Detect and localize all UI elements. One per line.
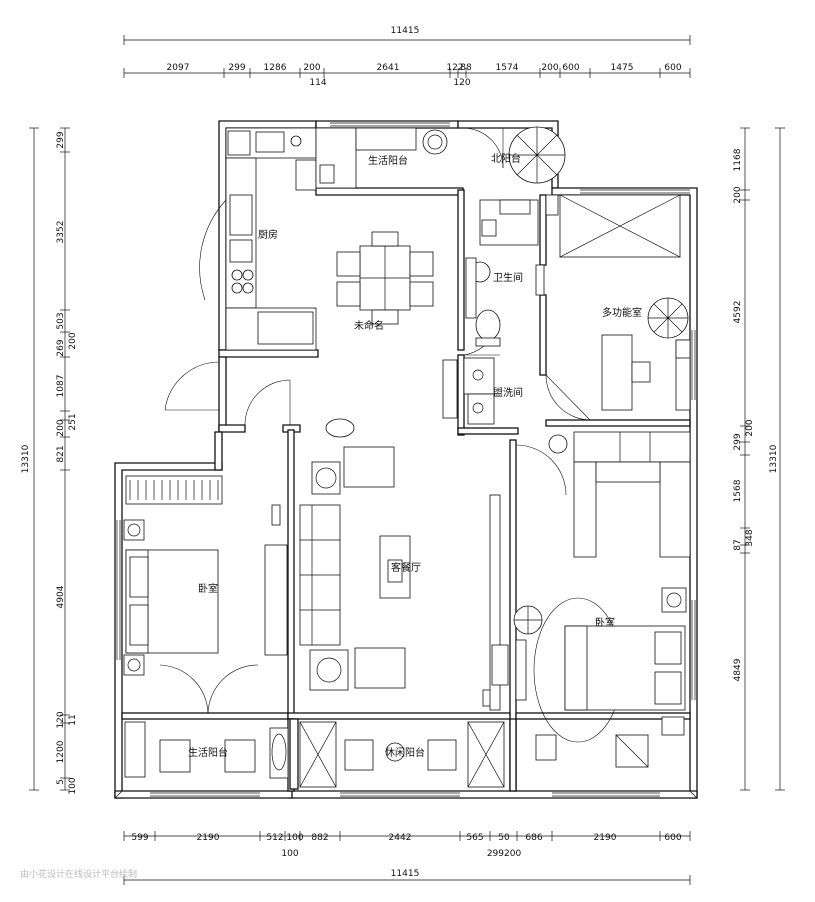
bottom-dimension-lines — [123, 831, 691, 885]
multi-room-furniture — [601, 297, 691, 411]
windows — [116, 122, 696, 797]
bottom-dim-4: 100 — [286, 833, 303, 843]
bathroom-fixtures — [465, 199, 545, 347]
room-label-multi-room: 多功能室 — [602, 306, 642, 319]
living-room-furniture — [299, 418, 509, 711]
right-dimension-lines — [740, 127, 785, 791]
left-dim-2: 3352 — [56, 221, 66, 244]
room-label-kitchen: 厨房 — [258, 228, 278, 241]
room-label-living-balcony-top: 生活阳台 — [368, 154, 408, 167]
top-dim-10: 600 — [562, 63, 579, 73]
top-dim-7: 88 — [460, 63, 472, 73]
bottom-left-balcony-furniture — [124, 721, 289, 779]
top-dimension-lines — [123, 35, 691, 78]
room-label-bedroom-left: 卧室 — [198, 582, 218, 595]
bottom-dim-1: 599 — [131, 833, 148, 843]
top-dim-12: 600 — [664, 63, 681, 73]
top-dim-4: 200 — [303, 63, 320, 73]
right-dim-7: 348 — [745, 529, 755, 546]
room-label-living-balcony-bottom: 生活阳台 — [188, 746, 228, 759]
right-bedroom-furniture — [482, 431, 691, 768]
right-dim-1: 1168 — [733, 148, 743, 171]
top-dim-11: 1475 — [611, 63, 634, 73]
top-dim-9: 200 — [541, 63, 558, 73]
left-dim-12: 11 — [68, 714, 78, 725]
room-label-bathroom: 卫生间 — [493, 271, 523, 284]
left-dim-6: 1087 — [56, 375, 66, 398]
top-balcony-units — [315, 127, 448, 189]
left-dim-14: 5 — [56, 779, 66, 785]
bottom-dim-7: 565 — [466, 833, 483, 843]
right-dim-3: 4592 — [733, 301, 743, 324]
left-dim-8: 251 — [68, 413, 78, 430]
room-label-north-balcony: 北阳台 — [491, 152, 521, 165]
bottom-dim-5: 882 — [311, 833, 328, 843]
left-dim-5: 200 — [68, 332, 78, 349]
room-label-washroom: 盥洗间 — [493, 386, 523, 399]
right-dim-2: 200 — [733, 186, 743, 203]
left-dim-4: 269 — [56, 339, 66, 356]
bottom-dim-8: 50 — [498, 833, 510, 843]
right-dim-5: 200 — [745, 419, 755, 436]
leisure-balcony-furniture — [299, 721, 505, 788]
bottom-dim-9: 686 — [525, 833, 542, 843]
top-dim-1: 2097 — [167, 63, 190, 73]
right-dim-8: 87 — [733, 539, 743, 550]
bottom-total-dim: 11415 — [391, 869, 420, 879]
bottom-sub-dim-299200: 299200 — [487, 849, 522, 859]
bottom-dim-2: 2190 — [197, 833, 220, 843]
top-dim-5: 2641 — [377, 63, 400, 73]
left-dim-10: 4904 — [56, 585, 66, 608]
left-total-dim: 13310 — [21, 444, 31, 473]
left-dim-7: 200 — [56, 419, 66, 436]
interior-walls — [121, 189, 691, 792]
room-label-leisure-balcony: 休闲阳台 — [385, 746, 425, 759]
top-dim-6: 122 — [446, 63, 463, 73]
left-dim-3: 503 — [56, 312, 66, 329]
north-balcony-plant — [508, 126, 681, 258]
right-total-dim: 13310 — [769, 444, 779, 473]
top-dim-2: 299 — [228, 63, 245, 73]
left-dimension-lines — [29, 127, 70, 791]
bottom-sub-dim-100: 100 — [281, 849, 298, 859]
left-dim-1: 299 — [56, 131, 66, 148]
washroom-fixtures — [442, 357, 495, 425]
bottom-dim-11: 600 — [664, 833, 681, 843]
left-dim-11: 120 — [56, 711, 66, 728]
top-dim-3: 1286 — [264, 63, 287, 73]
bottom-dim-3: 512 — [266, 833, 283, 843]
bottom-dim-6: 2442 — [389, 833, 412, 843]
left-dim-15: 100 — [68, 777, 78, 794]
room-label-dining: 未命名 — [354, 319, 384, 332]
right-dim-4: 299 — [733, 433, 743, 450]
kitchen-cabinets — [225, 127, 317, 351]
left-bedroom-furniture — [123, 475, 288, 676]
top-dim-8: 1574 — [496, 63, 519, 73]
right-dim-6: 1568 — [733, 479, 743, 502]
watermark: 由小花设计在线设计平台绘制 — [20, 868, 137, 880]
dining-set — [336, 231, 434, 325]
right-dim-9: 4849 — [733, 658, 743, 681]
bottom-dim-10: 2190 — [594, 833, 617, 843]
top-total-dim: 11415 — [391, 26, 420, 36]
top-sub-dim-120: 120 — [453, 78, 470, 88]
room-label-living-dining: 客餐厅 — [391, 561, 421, 574]
left-dim-13: 1200 — [56, 740, 66, 763]
room-label-bedroom-right: 卧室 — [595, 616, 615, 629]
top-sub-dim-114: 114 — [309, 78, 326, 88]
left-dim-9: 821 — [56, 445, 66, 462]
